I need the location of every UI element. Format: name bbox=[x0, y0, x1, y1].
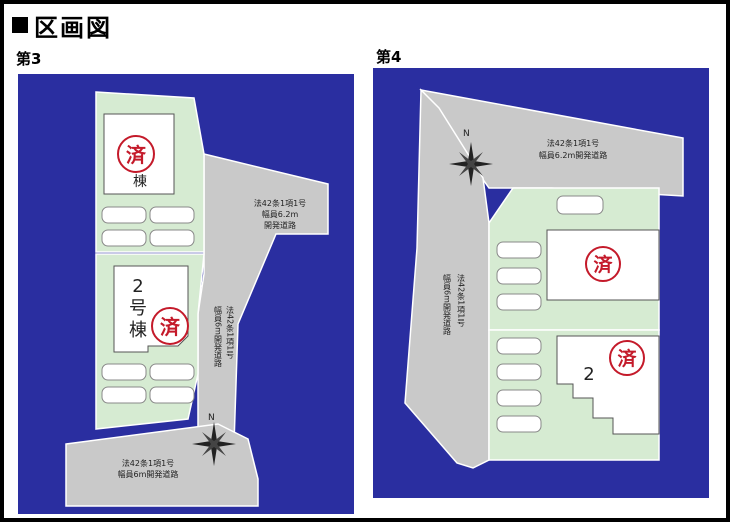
phase3-label: 第3 bbox=[16, 50, 42, 68]
road-label: 幅員6m開発道路 bbox=[118, 469, 179, 479]
parking-space bbox=[149, 363, 195, 381]
page-title: 区画図 bbox=[34, 13, 112, 42]
sold-stamp bbox=[117, 135, 155, 173]
sold-stamp-text: 済 bbox=[617, 347, 637, 370]
parking-space bbox=[496, 363, 542, 381]
parking-space bbox=[101, 386, 147, 404]
parking-space bbox=[101, 229, 147, 247]
page-heading: 区画図 bbox=[12, 10, 112, 42]
parking-space bbox=[149, 386, 195, 404]
sold-stamp bbox=[609, 340, 645, 376]
road-label-vertical: 法42条1項1号 bbox=[457, 273, 466, 327]
phase3-lot2-number: 2 bbox=[132, 276, 143, 297]
phase3-lot2-label: 号 bbox=[129, 298, 147, 319]
phase3-lot1-label: 棟 bbox=[133, 174, 147, 190]
compass-rose-icon bbox=[192, 422, 236, 466]
phase4-lot2-number: 2 bbox=[583, 364, 594, 385]
parking-space bbox=[556, 195, 604, 215]
road-label: 幅員6.2m開発道路 bbox=[539, 150, 608, 160]
compass-north-label: N bbox=[463, 129, 470, 139]
road-label: 開発道路 bbox=[264, 220, 296, 230]
road-label-vertical: 法42条1項1号 bbox=[226, 305, 235, 359]
parking-space bbox=[496, 415, 542, 433]
sold-stamp bbox=[585, 246, 621, 282]
compass-north-label: N bbox=[208, 413, 215, 423]
parking-space bbox=[496, 337, 542, 355]
road-label-vertical: 幅員6m開発道路 bbox=[214, 305, 223, 367]
compass-rose-icon bbox=[449, 142, 493, 186]
parking-space bbox=[149, 206, 195, 224]
road-label: 法42条1項1号 bbox=[122, 458, 174, 468]
parking-space bbox=[149, 229, 195, 247]
sold-stamp bbox=[151, 307, 189, 345]
sold-stamp-text: 済 bbox=[593, 253, 613, 276]
page-frame: 区画図 第3 第4 bbox=[4, 4, 726, 518]
road-label: 法42条1項1号 bbox=[547, 138, 599, 148]
road-label: 法42条1項1号 bbox=[254, 198, 306, 208]
phase4-road-vertical bbox=[404, 88, 490, 469]
parking-space bbox=[101, 206, 147, 224]
phase4-label: 第4 bbox=[376, 48, 402, 66]
square-bullet-icon bbox=[12, 17, 28, 33]
parking-space bbox=[496, 241, 542, 259]
phase3-lot2-label: 棟 bbox=[129, 320, 147, 341]
phase4-plan: 済 2 済 法42条1項1号 幅員6.2m開発道路 法42条1項1号 幅員6m開… bbox=[373, 68, 709, 498]
road-label: 幅員6.2m bbox=[262, 209, 299, 219]
parking-space bbox=[496, 293, 542, 311]
parking-space bbox=[101, 363, 147, 381]
phase3-plan: 済 棟 2 号 棟 済 法42条1項1号 幅員6.2m 開発道路 法42条1項1… bbox=[18, 74, 354, 514]
parking-space bbox=[496, 389, 542, 407]
sold-stamp-text: 済 bbox=[126, 143, 147, 167]
sold-stamp-text: 済 bbox=[160, 315, 181, 339]
parking-space bbox=[496, 267, 542, 285]
road-label-vertical: 幅員6m開発道路 bbox=[443, 273, 452, 335]
